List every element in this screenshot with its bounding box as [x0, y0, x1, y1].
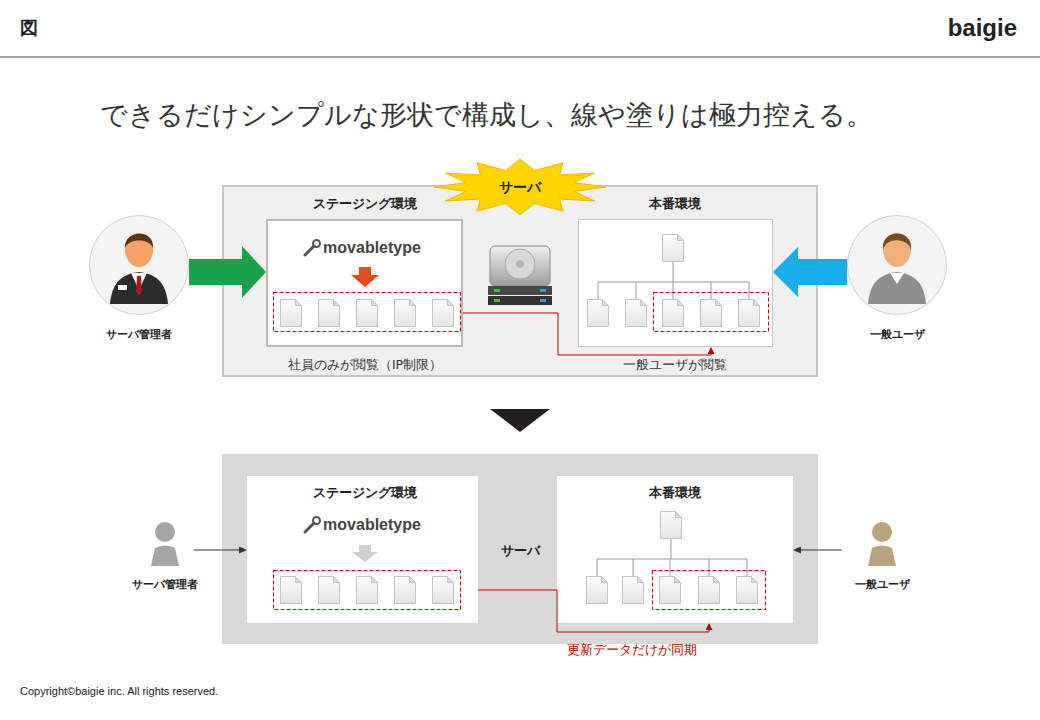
avatar-shirt	[131, 273, 147, 290]
person-head	[155, 522, 175, 542]
avatar-hair	[125, 234, 153, 248]
environment-box: ステージング環境	[247, 476, 478, 623]
slide-title: できるだけシンプルな形状で構成し、線や塗りは極力控える。	[100, 99, 873, 131]
avatar-circle: サーバ管理者	[89, 215, 189, 315]
dashed-group	[274, 571, 461, 610]
document-icon	[699, 577, 720, 604]
document-icon	[395, 300, 416, 327]
document-icon	[660, 577, 681, 604]
document-icon	[319, 577, 340, 604]
document-icon	[319, 300, 340, 327]
node-label: ステージング環境	[313, 196, 417, 211]
connector-arrow	[801, 550, 842, 551]
header-rule	[0, 57, 1040, 58]
connector-label: 更新データだけが同期	[567, 642, 697, 657]
logo-wrench	[313, 240, 320, 247]
copyright-note: Copyright©baigie inc. All rights reserve…	[20, 685, 218, 698]
environment-box: 本番環境	[557, 476, 793, 623]
dashed-group	[654, 293, 769, 332]
brand-logo: baigie	[948, 14, 1017, 43]
connector-arrow	[798, 259, 847, 285]
server-disc-hub	[516, 260, 524, 268]
document-icon	[433, 300, 454, 327]
document-icon	[433, 577, 454, 604]
person-icon-box: サーバ管理者	[136, 518, 194, 568]
figure-tag: 図	[20, 17, 38, 39]
document-icon	[701, 300, 722, 327]
node-caption: 社員のみが閲覧（IP制限）	[288, 357, 442, 372]
starburst	[434, 159, 606, 215]
node-label: 本番環境	[649, 485, 701, 500]
document-icon	[739, 300, 760, 327]
avatar-hair	[883, 234, 911, 251]
dashed-group	[274, 293, 461, 332]
document-icon	[281, 300, 302, 327]
product-logo: movabletype	[323, 515, 421, 534]
tree-line	[598, 262, 749, 299]
document-icon	[281, 577, 302, 604]
node-label: ステージング環境	[313, 485, 417, 500]
node-label: サーバ	[499, 179, 541, 196]
person-icon-box: 一般ユーザ	[842, 518, 922, 568]
avatar-badge	[118, 285, 127, 290]
product-logo: movabletype	[323, 238, 421, 257]
node-label: 一般ユーザ	[855, 578, 910, 591]
document-icon	[357, 300, 378, 327]
avatar-body	[868, 272, 926, 304]
avatar-shirt	[890, 273, 904, 284]
avatar-circle: 一般ユーザ	[847, 215, 947, 315]
server-base	[488, 296, 552, 305]
document-icon	[661, 512, 682, 539]
document-icon	[623, 577, 644, 604]
server-disc	[505, 249, 535, 279]
dashed-group	[653, 571, 766, 610]
avatar-head	[125, 233, 153, 267]
tree-line	[597, 539, 747, 576]
document-icon	[357, 577, 378, 604]
server-area: ステージング環境社員のみが閲覧（IP制限）本番環境一般ユーザが閲覧サーバ	[222, 185, 818, 377]
person-body	[868, 546, 896, 567]
server-base	[488, 286, 552, 295]
node-label: サーバ管理者	[106, 328, 172, 341]
document-icon	[737, 577, 758, 604]
document-icon	[626, 300, 647, 327]
server-led	[540, 299, 546, 302]
transition-arrow	[490, 409, 550, 432]
node-label: 一般ユーザ	[870, 328, 925, 341]
node-label: サーバ管理者	[132, 578, 198, 591]
document-icon	[395, 577, 416, 604]
document-icon	[663, 235, 684, 262]
connector-arrow	[194, 550, 239, 551]
environment-box: 本番環境一般ユーザが閲覧	[578, 219, 773, 347]
node-caption: 一般ユーザが閲覧	[623, 357, 727, 372]
server-area: ステージング環境 本番環境サーバ	[222, 454, 818, 644]
document-icon	[588, 300, 609, 327]
logo-wrench	[313, 517, 320, 524]
logo-wrench	[305, 246, 314, 255]
connector-arrow	[463, 313, 711, 355]
avatar-body	[110, 272, 168, 304]
server-icon	[490, 246, 550, 286]
connector-arrow	[189, 259, 242, 285]
avatar-head	[883, 233, 911, 267]
publish-arrow	[352, 545, 378, 562]
server-led	[540, 289, 546, 292]
logo-wrench	[305, 523, 314, 532]
person-body	[151, 546, 179, 567]
publish-arrow	[351, 267, 379, 287]
environment-box: ステージング環境社員のみが閲覧（IP制限）	[266, 219, 463, 347]
document-icon	[587, 577, 608, 604]
connector-group	[189, 272, 847, 632]
document-icon	[663, 300, 684, 327]
connector-arrow	[478, 590, 709, 632]
node-label: サーバ	[501, 543, 540, 559]
node-label: 本番環境	[649, 196, 701, 211]
server-led	[494, 299, 500, 302]
server-led	[494, 289, 500, 292]
person-head	[872, 522, 892, 542]
avatar-tie	[136, 276, 142, 296]
